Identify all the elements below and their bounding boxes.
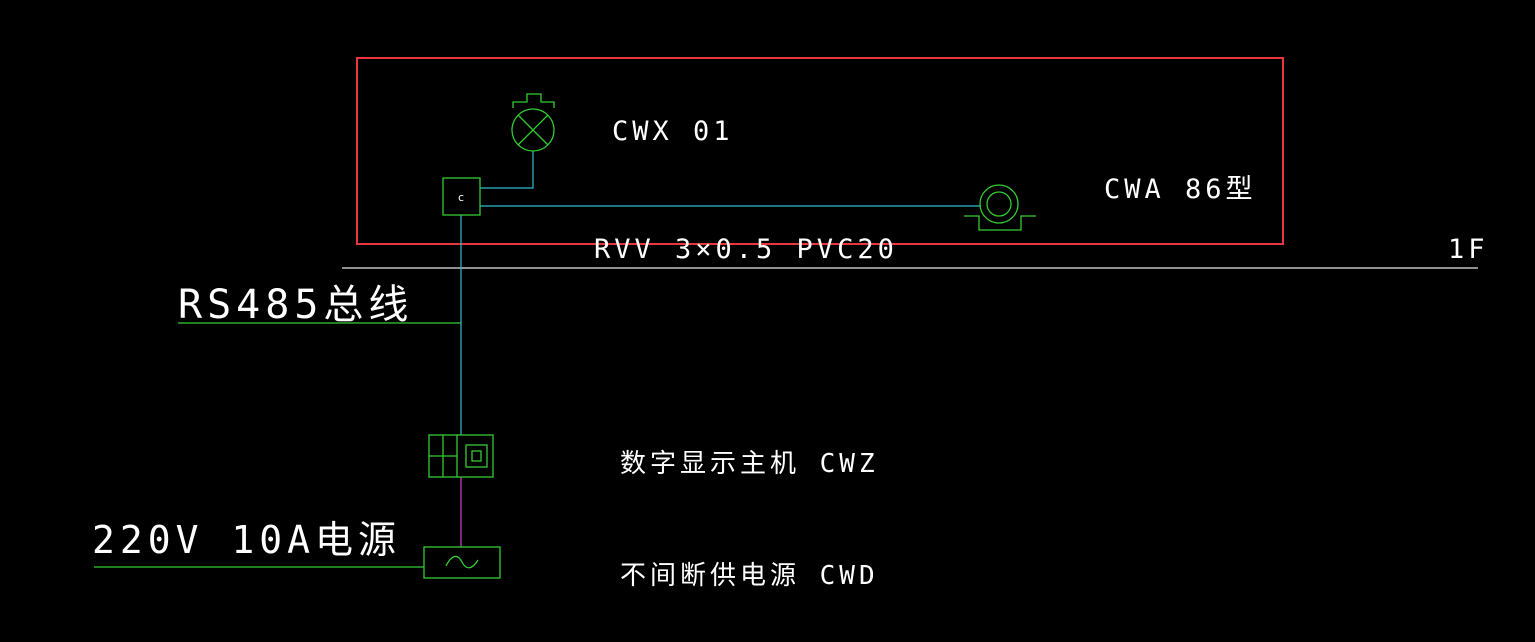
power-supply-icon bbox=[423, 546, 501, 579]
sounder-label: CWA 86型 bbox=[1104, 174, 1257, 205]
lamp-wire bbox=[480, 151, 534, 189]
host-label: 数字显示主机 CWZ bbox=[620, 449, 879, 479]
controller-letter: c bbox=[458, 191, 464, 204]
highlight-box bbox=[356, 57, 1284, 245]
sounder-icon bbox=[964, 184, 1036, 231]
controller-module: c bbox=[442, 177, 481, 216]
ups-label: 不间断供电源 CWD bbox=[620, 561, 879, 591]
power-label: 220V 10A电源 bbox=[92, 518, 401, 562]
bus-label: RS485总线 bbox=[178, 282, 413, 328]
lamp-label: CWX 01 bbox=[612, 116, 734, 147]
cross-lamp-icon bbox=[511, 93, 555, 152]
floor-label: 1F bbox=[1448, 234, 1489, 265]
cable-label: RVV 3×0.5 PVC20 bbox=[594, 234, 898, 265]
display-host-icon bbox=[428, 434, 494, 478]
